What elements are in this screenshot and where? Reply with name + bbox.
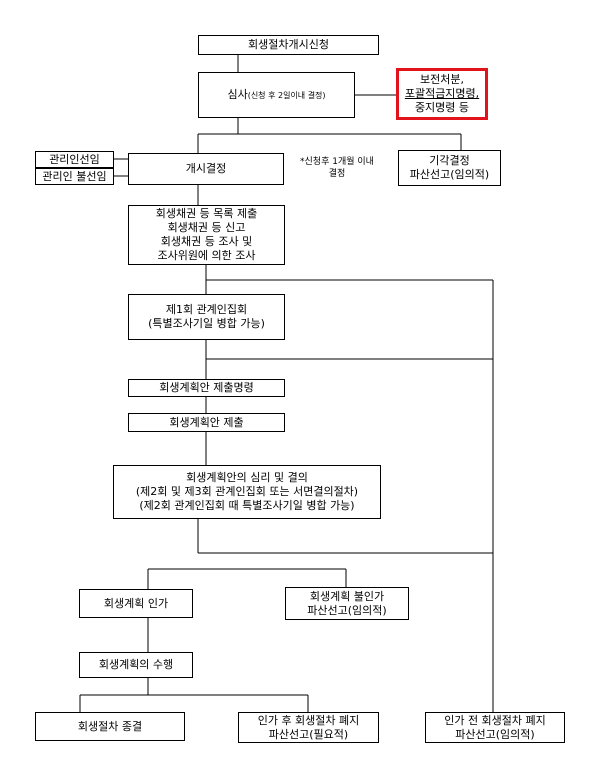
- preservation-highlight-box: 보전처분, 포괄적금지명령, 중지명령 등: [396, 68, 488, 120]
- review-title: 심사: [227, 87, 248, 101]
- execution-label: 회생계획의 수행: [98, 658, 174, 671]
- review-note: (신청 후 2일이내 결정): [247, 90, 326, 100]
- first-meeting-box: 제1회 관계인집회 (특별조사기일 병합 가능): [128, 294, 285, 340]
- abolish-before-box: 인가 전 회생절차 폐지 파산선고(임의적): [425, 712, 565, 743]
- plan-order-label: 회생계획안 제출명령: [159, 381, 254, 394]
- commencement-box: 개시결정: [128, 153, 284, 185]
- dismissal-label: 기각결정 파산선고(임의적): [409, 154, 490, 181]
- deliberation-box: 회생계획안의 심리 및 결의 (제2회 및 제3회 관계인집회 또는 서면결의절…: [113, 465, 381, 519]
- abolish-after-label: 인가 후 회생절차 폐지 파산선고(필요적): [257, 713, 360, 741]
- review-label: 심사(신청 후 2일이내 결정): [227, 88, 325, 103]
- termination-label: 회생절차 종결: [77, 719, 143, 733]
- preservation-line-3: 중지명령 등: [414, 101, 470, 114]
- claims-box: 회생채권 등 목록 제출 회생채권 등 신고 회생채권 등 조사 및 조사위원에…: [128, 205, 285, 265]
- petition-box: 회생절차개시신청: [198, 35, 379, 55]
- approval-label: 회생계획 인가: [103, 596, 169, 610]
- non-approval-label: 회생계획 불인가 파산선고(임의적): [307, 589, 387, 617]
- manager-appoint-label: 관리인선임: [49, 152, 100, 166]
- execution-box: 회생계획의 수행: [79, 652, 193, 678]
- manager-nonappoint-label: 관리인 불선임: [42, 169, 107, 183]
- preservation-line-1: 보전처분,: [420, 73, 464, 86]
- plan-submit-label: 회생계획안 제출: [169, 415, 244, 429]
- plan-order-box: 회생계획안 제출명령: [128, 379, 285, 397]
- deliberation-label: 회생계획안의 심리 및 결의 (제2회 및 제3회 관계인집회 또는 서면결의절…: [135, 471, 359, 512]
- petition-label: 회생절차개시신청: [248, 38, 329, 51]
- plan-submit-box: 회생계획안 제출: [128, 413, 285, 432]
- approval-box: 회생계획 인가: [79, 589, 193, 618]
- claims-label: 회생채권 등 목록 제출 회생채권 등 신고 회생채권 등 조사 및 조사위원에…: [155, 207, 258, 262]
- manager-nonappoint-box: 관리인 불선임: [35, 168, 114, 185]
- commencement-note: *신청후 1개월 이내 결정: [300, 157, 374, 179]
- abolish-after-box: 인가 후 회생절차 폐지 파산선고(필요적): [238, 712, 379, 743]
- non-approval-box: 회생계획 불인가 파산선고(임의적): [285, 587, 409, 620]
- dismissal-box: 기각결정 파산선고(임의적): [398, 150, 501, 186]
- preservation-line-2: 포괄적금지명령,: [404, 87, 480, 100]
- termination-box: 회생절차 종결: [35, 712, 185, 741]
- abolish-before-label: 인가 전 회생절차 폐지 파산선고(임의적): [444, 713, 546, 741]
- review-box: 심사(신청 후 2일이내 결정): [198, 72, 355, 118]
- first-meeting-label: 제1회 관계인집회 (특별조사기일 병합 가능): [148, 303, 265, 330]
- commencement-label: 개시결정: [185, 162, 227, 175]
- manager-appoint-box: 관리인선임: [35, 151, 114, 168]
